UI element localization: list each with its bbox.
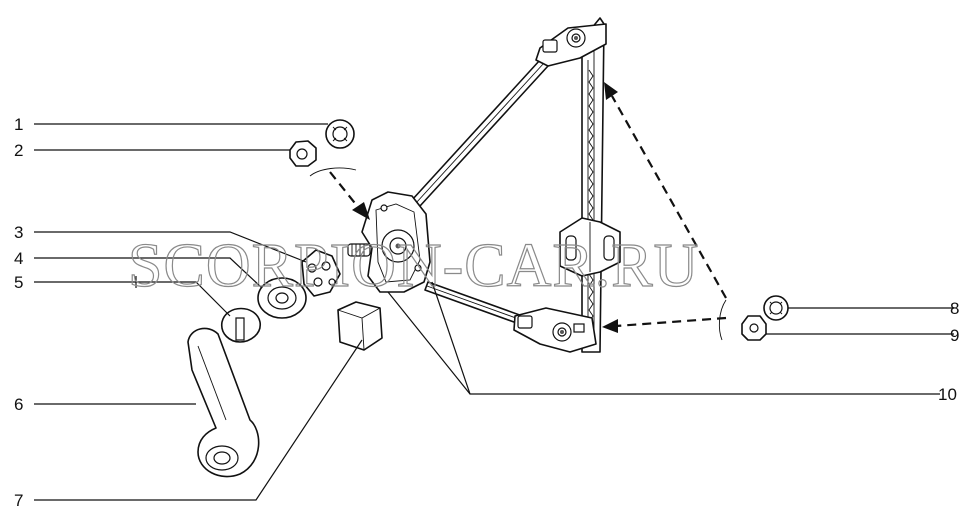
lower-slider-bracket [513,307,597,353]
guide-rail [581,17,605,353]
callout-7: 7 [14,491,23,510]
part-nut-9 [741,315,767,341]
part-washer-8 [763,295,789,321]
upper-slider-bracket [535,23,607,67]
regulator-assembly [347,17,621,353]
part-crank-handle-6 [187,327,260,478]
callout-10: 10 [938,385,957,404]
callout-4: 4 [14,249,23,268]
callout-6: 6 [14,395,23,414]
callout-3: 3 [14,223,23,242]
part-knob-7 [337,301,383,351]
part-washer-1 [325,119,355,149]
part-nut-2 [289,140,317,167]
callout-9: 9 [950,326,959,345]
callout-numbers: 1 2 3 4 5 6 7 8 9 10 [14,115,959,510]
watermark: SCORPION-CAR.RU [128,232,699,300]
callout-1: 1 [14,115,23,134]
callout-2: 2 [14,141,23,160]
assembly-arrows [309,82,727,341]
leader-lines [34,123,954,501]
part-lock-clip-5 [220,307,261,343]
upper-arm [411,59,549,207]
part-bushing-3 [301,249,341,297]
callout-8: 8 [950,299,959,318]
callout-5: 5 [14,273,23,292]
gearbox-plate [347,191,431,293]
part-bearing-4 [257,277,307,319]
rail-clip [559,217,621,277]
